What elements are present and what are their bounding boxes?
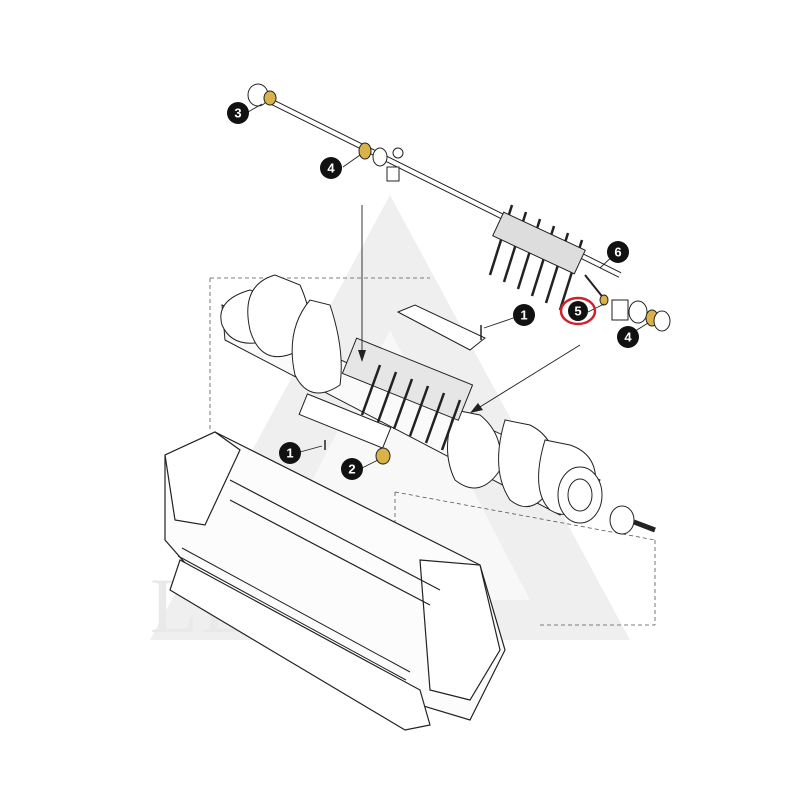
callout-5-label: 5 (574, 304, 581, 319)
callout-3-label: 3 (234, 106, 241, 121)
callout-4-upper[interactable]: 4 (320, 157, 342, 179)
callout-4-upper-label: 4 (327, 161, 335, 176)
callout-4-right-label: 4 (624, 330, 632, 345)
drive-flange (609, 505, 635, 535)
flange-right (628, 300, 648, 324)
auger-drum (220, 274, 656, 535)
left-side-panel (164, 431, 241, 526)
callout-1-upper[interactable]: 1 (513, 304, 535, 326)
callout-1-lower[interactable]: 1 (279, 442, 301, 464)
callout-1-lower-label: 1 (286, 446, 293, 461)
finger-hub-upper (492, 211, 586, 275)
bearing-3 (263, 90, 277, 106)
callout-5-highlighted[interactable]: 5 (559, 296, 597, 326)
callout-1-upper-label: 1 (520, 308, 527, 323)
arrow-head-right (470, 403, 483, 413)
highlight-ring (559, 296, 597, 326)
drive-stub-shaft (633, 519, 656, 533)
callout-3[interactable]: 3 (227, 102, 249, 124)
finger-assembly-middle (341, 337, 474, 451)
callout-2-label: 2 (348, 462, 355, 477)
clip-upper (392, 147, 404, 159)
arrow-head-left (358, 350, 366, 362)
plate-right (653, 310, 671, 332)
callout-6[interactable]: 6 (607, 241, 629, 263)
callout-6-label: 6 (614, 245, 621, 260)
drum-end-hub (567, 478, 593, 512)
finger-tube-lower (298, 393, 392, 449)
callout-2[interactable]: 2 (341, 458, 363, 480)
bearing-4-upper (358, 142, 372, 160)
bracket-upper (386, 166, 400, 182)
header-frame (164, 431, 506, 731)
upper-shaft-assembly (247, 83, 671, 332)
bushing-5 (599, 294, 609, 306)
bearing-2 (375, 447, 391, 465)
cover-plate (396, 304, 486, 351)
bracket-right (611, 299, 629, 321)
callout-4-right[interactable]: 4 (617, 326, 639, 348)
cutter-bar-teeth (177, 547, 411, 681)
right-side-panel (419, 559, 501, 701)
flange-upper (372, 147, 388, 167)
